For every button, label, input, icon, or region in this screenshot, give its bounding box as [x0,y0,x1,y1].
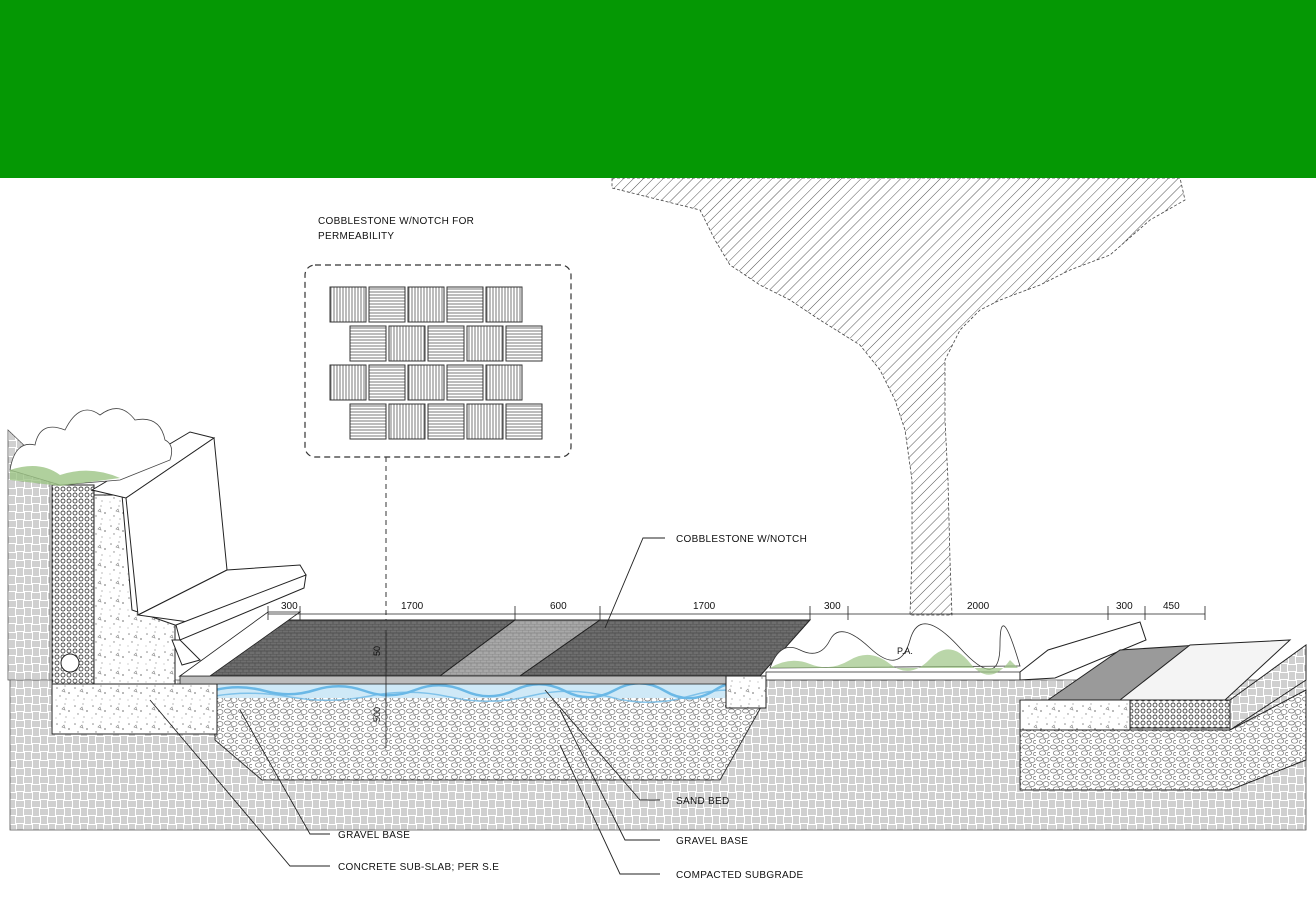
dim-450: 450 [1163,601,1180,612]
cobblestone-paving [178,611,812,685]
dim-1700-right: 1700 [693,601,716,612]
planting-area-label: P.A. [897,646,913,656]
cobblestone-detail [304,264,572,620]
label-gravel-base-right: GRAVEL BASE [676,836,748,847]
dim-300-left: 300 [281,601,298,612]
dim-2000: 2000 [967,601,990,612]
shrub [9,408,173,486]
dim-500: 500 [372,707,382,722]
dim-300-right: 300 [1116,601,1133,612]
leader-lines [149,537,665,875]
label-concrete-subslab: CONCRETE SUB-SLAB; PER S.E [338,862,499,873]
dim-600: 600 [550,601,567,612]
right-curb-paving [1019,621,1307,791]
sand-bed [214,680,766,703]
tree [611,178,1186,616]
label-sand-bed: SAND BED [676,796,730,807]
paving-section-diagram: COBBLESTONE W/NOTCH FOR PERMEABILITY 300… [7,178,1307,881]
detail-title-line1: COBBLESTONE W/NOTCH FOR [318,216,474,227]
dim-50: 50 [372,646,382,656]
label-compacted-subgrade: COMPACTED SUBGRADE [676,870,803,881]
green-header-banner [0,0,1316,178]
dimension-line [267,606,1206,620]
label-gravel-base-left: GRAVEL BASE [338,830,410,841]
retaining-wall [51,484,218,735]
label-cobblestone-notch: COBBLESTONE W/NOTCH [676,534,807,545]
dim-300-mid: 300 [824,601,841,612]
planting-area [725,623,1021,709]
bench [90,431,307,666]
grass-strip [10,466,120,486]
dim-1700-left: 1700 [401,601,424,612]
detail-title-line2: PERMEABILITY [318,231,394,242]
